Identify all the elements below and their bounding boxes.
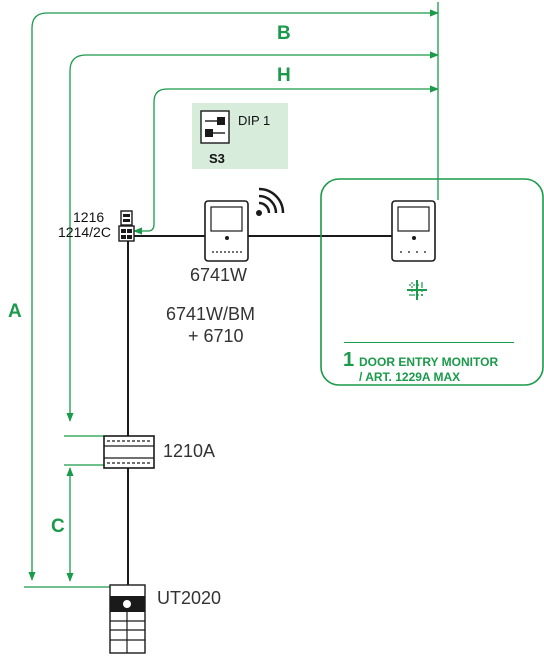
monitor-6741w-label: 6741W: [190, 265, 248, 285]
module-1216-label: 1216: [73, 209, 105, 225]
module-1214-2c: [118, 225, 135, 242]
door-unit-label: UT2020: [157, 588, 222, 608]
dip-switch-panel: DIP 1 S3: [192, 103, 288, 169]
note-divider: [344, 342, 514, 343]
extension-monitor-device: [391, 200, 436, 262]
wifi-signal-icon: [256, 187, 285, 216]
dimension-b-line: [66, 51, 439, 422]
dimension-b-label: B: [277, 23, 291, 44]
dimension-h-label: H: [277, 65, 291, 86]
dimension-h-line: [133, 85, 439, 235]
note-line-2: / ART. 1229A MAX: [359, 370, 461, 384]
dip-label: DIP 1: [238, 113, 271, 128]
dimension-a-line: [28, 9, 439, 581]
alt-monitor-addon-label: + 6710: [188, 326, 244, 346]
multiple-monitors-icon: [407, 280, 427, 300]
module-1214-label: 1214/2C: [58, 224, 111, 240]
dip-switch-icon: [200, 110, 230, 144]
door-unit-ut2020: [109, 584, 146, 654]
extension-box: [320, 178, 544, 386]
dip-switch-name: S3: [209, 151, 225, 166]
power-supply-1210a: [103, 435, 155, 469]
note-line-1: DOOR ENTRY MONITOR: [359, 355, 499, 369]
monitor-6741w-device: [204, 200, 249, 262]
note-number: 1: [343, 349, 355, 371]
dimension-a-label: A: [8, 301, 22, 322]
power-supply-label: 1210A: [163, 441, 216, 461]
dimension-c-label: C: [51, 516, 65, 537]
alt-monitor-label: 6741W/BM: [166, 304, 256, 324]
module-1216: [120, 210, 133, 226]
